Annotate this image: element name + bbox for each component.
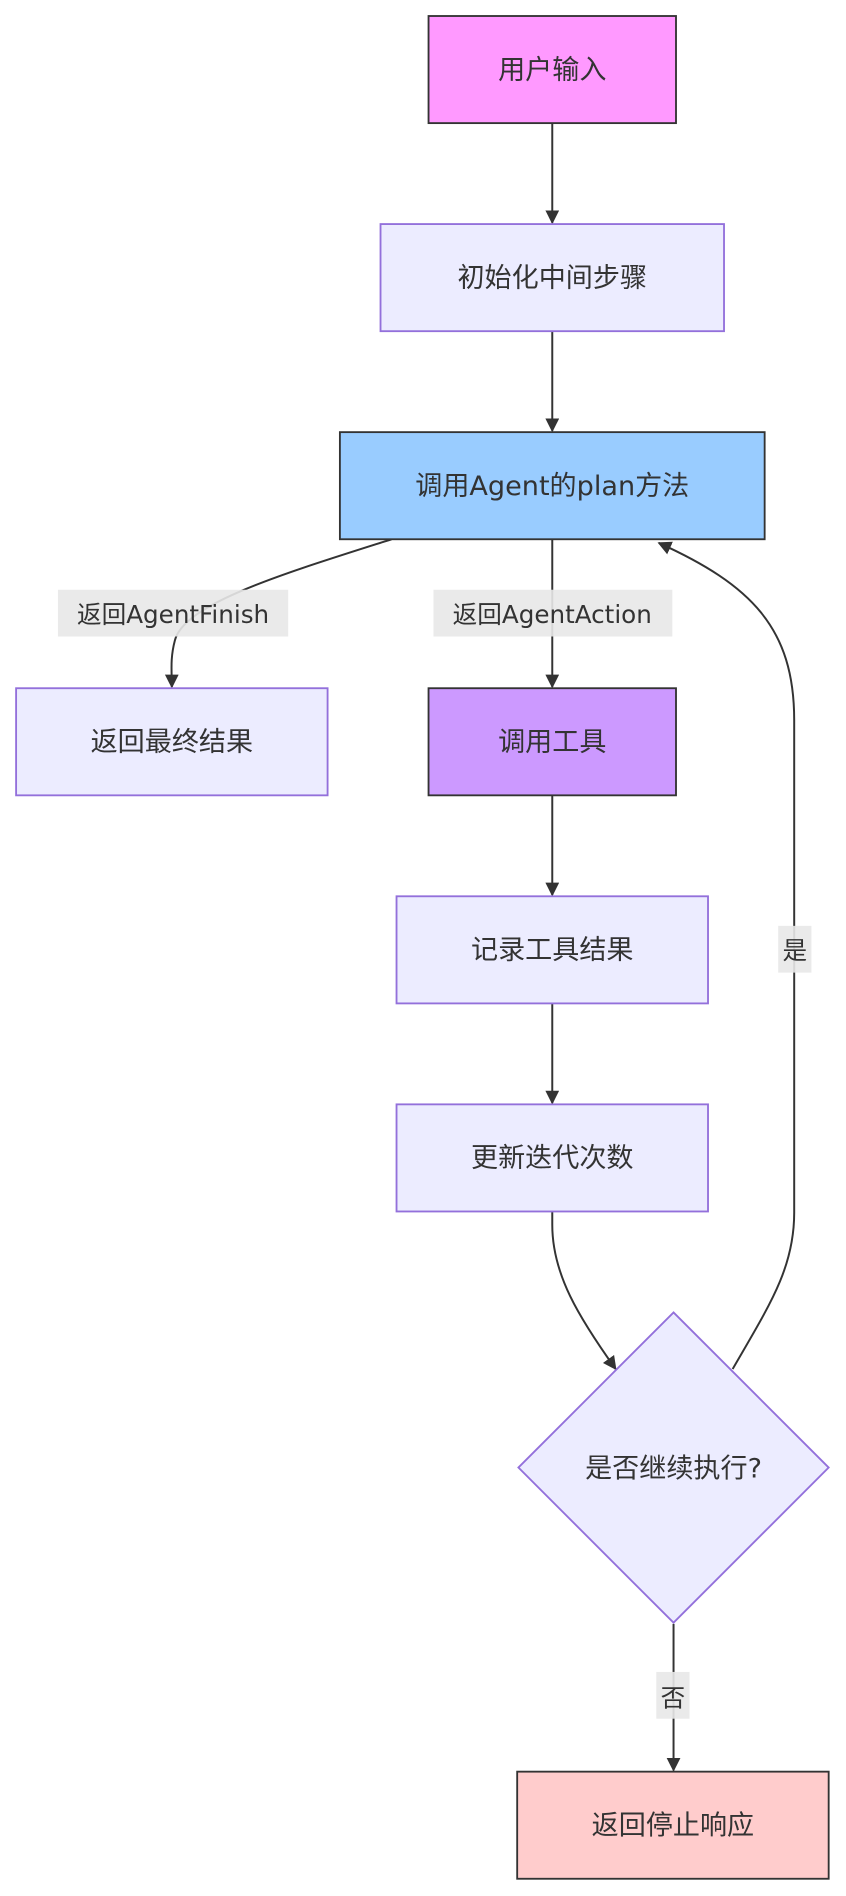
node-label: 是否继续执行?: [585, 1453, 762, 1484]
node-label: 返回最终结果: [91, 727, 253, 758]
edge-label-text: 返回AgentFinish: [77, 600, 269, 629]
edge-label-text: 否: [661, 1683, 686, 1712]
edge-label-no: 否: [656, 1671, 690, 1719]
node-label: 调用工具: [498, 727, 606, 758]
node-decision: 是否继续执行?: [517, 1311, 830, 1624]
node-final-result: 返回最终结果: [15, 687, 329, 797]
node-call-tool: 调用工具: [427, 687, 677, 797]
edge-label-agentaction: 返回AgentAction: [433, 589, 673, 637]
node-label: 用户输入: [498, 55, 606, 86]
edge-label-text: 返回AgentAction: [453, 600, 652, 629]
edge-iter-to-decide: [551, 1211, 617, 1371]
node-label: 调用Agent的plan方法: [415, 471, 689, 502]
node-stop-response: 返回停止响应: [516, 1770, 830, 1880]
edge-decide-to-plan: [657, 541, 796, 1370]
node-label: 初始化中间步骤: [457, 263, 647, 294]
node-record-result: 记录工具结果: [395, 895, 709, 1005]
node-label: 记录工具结果: [471, 935, 633, 966]
node-label: 返回停止响应: [592, 1810, 754, 1841]
node-init-steps: 初始化中间步骤: [379, 223, 725, 333]
node-user-input: 用户输入: [427, 15, 677, 125]
edge-label-text: 是: [783, 936, 808, 965]
node-update-iterations: 更新迭代次数: [395, 1103, 709, 1213]
edge-label-yes: 是: [778, 925, 812, 973]
node-plan: 调用Agent的plan方法: [338, 431, 766, 541]
edge-label-agentfinish: 返回AgentFinish: [57, 589, 289, 637]
node-label: 更新迭代次数: [471, 1143, 633, 1174]
